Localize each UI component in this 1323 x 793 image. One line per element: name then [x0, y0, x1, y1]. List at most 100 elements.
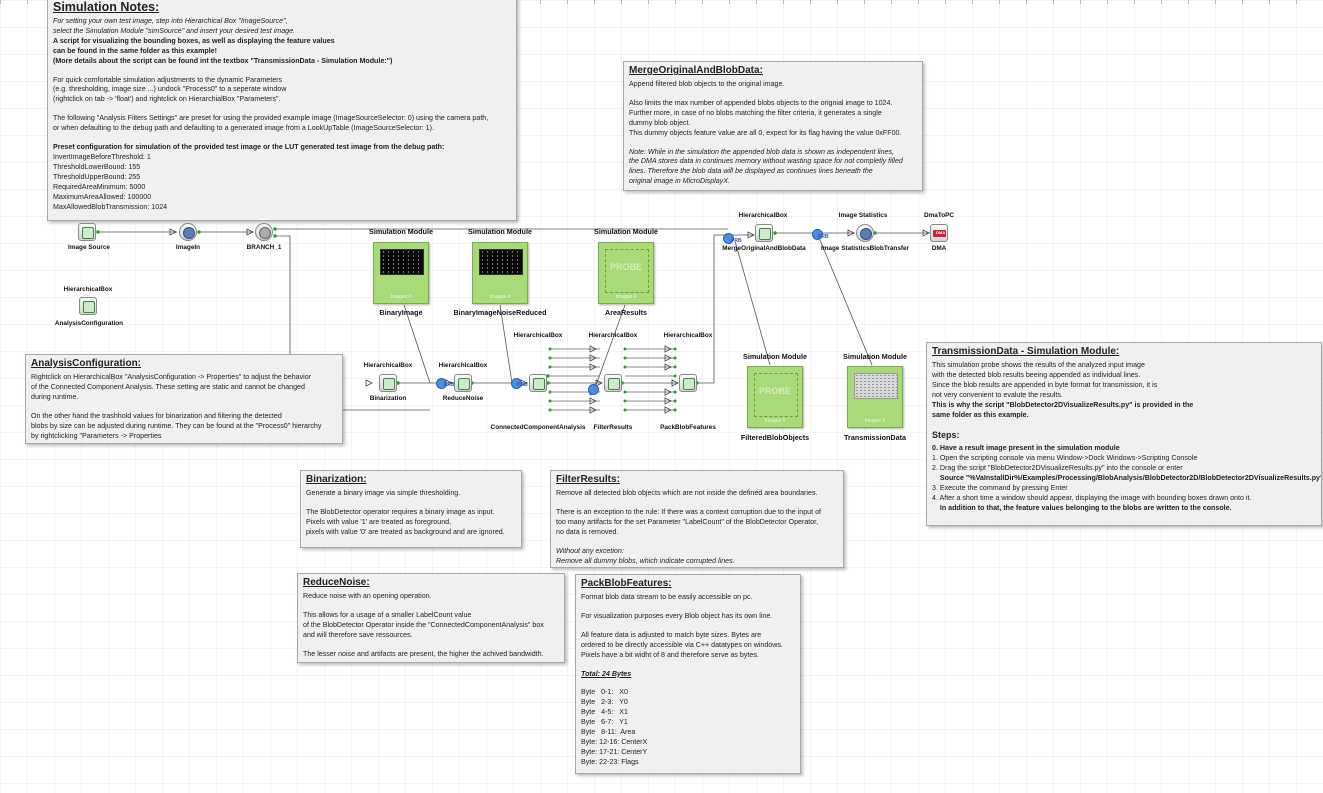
connected-component-analysis-box[interactable] [529, 374, 547, 392]
note-text: All feature data is adjusted to match by… [581, 630, 783, 659]
camera-icon [183, 227, 195, 239]
sim-module-binary-image[interactable]: Images # [373, 242, 429, 304]
sim-module-area-results[interactable]: PROBE Images # [598, 242, 654, 304]
note-text: On the other hand the trashhold values f… [31, 411, 322, 440]
note-title: ReduceNoise: [303, 577, 370, 588]
reduce-noise-box[interactable] [454, 374, 472, 392]
sim-module-header: Simulation Module [843, 352, 907, 361]
note-title: Simulation Notes: [53, 0, 160, 14]
note-text: For quick comfortable simulation adjustm… [53, 75, 287, 104]
note-text: For setting your own test image, step in… [53, 17, 296, 35]
image-source-label: Image Source [68, 244, 110, 251]
ruler-ticks [0, 0, 1323, 4]
probe-label: PRB [517, 382, 528, 388]
dma-operator[interactable]: DMA [930, 224, 948, 242]
note-text: For visualization purposes every Blob ob… [581, 611, 773, 620]
note-title: Binarization: [306, 474, 367, 485]
filter-results-box[interactable] [604, 374, 622, 392]
reduce-noise-note: ReduceNoise: Reduce noise with an openin… [297, 573, 565, 663]
image-statistics-caption: Image Statistics [838, 212, 888, 219]
binarization-box[interactable] [379, 374, 397, 392]
hierarchical-box-caption: HierarchicalBox [588, 332, 638, 339]
hierarchical-box-icon [383, 378, 395, 390]
image-source-box[interactable] [78, 223, 96, 241]
hierarchical-box-icon [458, 378, 470, 390]
dma-to-pc-caption: DmaToPC [923, 212, 955, 219]
sim-label-area-results: AreaResults [605, 308, 647, 317]
probe-point[interactable] [436, 378, 447, 389]
total-bytes: Total: 24 Bytes [581, 669, 632, 678]
note-text: A script for visualizing the bounding bo… [53, 36, 393, 65]
branch-icon [259, 227, 271, 239]
sim-module-header: Simulation Module [468, 227, 532, 236]
dma-chip-text: DMA [936, 230, 946, 235]
hierarchical-box-icon [759, 228, 771, 240]
sim-label-transmission-data: TransmissionData [844, 433, 906, 442]
probe-point[interactable] [723, 233, 734, 244]
sim-label-filtered-blob-objects: FilteredBlobObjects [740, 433, 810, 442]
sim-preview [479, 249, 523, 275]
sim-preview [754, 373, 798, 417]
merge-original-box[interactable] [755, 224, 773, 242]
note-text: Generate a binary image via simple thres… [306, 489, 461, 497]
note-text: Reduce noise with an opening operation. [303, 592, 432, 600]
filter-results-label: FilterResults [593, 424, 633, 431]
image-in-operator[interactable] [179, 223, 197, 241]
sim-label-binary-image-noise-reduced: BinaryImageNoiseReduced [453, 308, 547, 317]
sim-preview [605, 249, 649, 293]
note-title: AnalysisConfiguration: [31, 358, 142, 369]
merge-original-label: MergeOriginalAndBlobData [722, 245, 806, 252]
pack-blob-features-box[interactable] [679, 374, 697, 392]
binarization-label: Binarization [369, 395, 407, 402]
probe-text: PROBE [609, 262, 642, 272]
note-text: The following "Analysis Filters Settings… [53, 114, 489, 133]
sim-footer: Images # [615, 294, 637, 300]
sim-footer: Images # [390, 294, 412, 300]
probe-text: PROBE [758, 386, 791, 396]
hierarchical-box-caption: HierarchicalBox [663, 332, 713, 339]
note-text: Note: While in the simulation the append… [629, 147, 903, 186]
probe-label: PRB [444, 382, 455, 388]
statistics-icon [860, 228, 872, 240]
sim-preview [380, 249, 424, 275]
branch-operator[interactable] [255, 223, 273, 241]
byte-layout: Byte 0-1: X0 Byte 2-3: Y0 Byte 4-5: X1 B… [581, 688, 648, 766]
note-text: InvertImageBeforeThreshold: 1 ThresholdL… [53, 152, 168, 211]
image-in-label: ImageIn [175, 244, 201, 251]
steps-title: Steps: [932, 430, 960, 441]
note-text: Rightclick on HierarchicalBox "AnalysisC… [31, 373, 312, 401]
hierarchical-box-icon [683, 378, 695, 390]
probe-point[interactable] [511, 378, 522, 389]
hierarchical-box-icon [533, 378, 545, 390]
step-4-cont: In addition to that, the feature values … [932, 503, 1232, 512]
binarization-note: Binarization: Generate a binary image vi… [300, 470, 522, 548]
analysis-configuration-note: AnalysisConfiguration: Rightclick on Hie… [25, 354, 343, 444]
hierarchical-box-caption: HierarchicalBox [513, 332, 563, 339]
sim-label-binary-image: BinaryImage [379, 308, 423, 317]
hierarchical-box-caption: HierarchicalBox [63, 286, 113, 293]
image-statistics-operator[interactable] [856, 224, 874, 242]
hierarchical-box-icon [608, 378, 620, 390]
pack-blob-features-note: PackBlobFeatures: Format blob data strea… [575, 574, 801, 774]
sim-module-transmission-data[interactable]: Images # [847, 366, 903, 428]
step-1: 1. Open the scripting console via menu W… [932, 454, 1198, 463]
note-text: The BlobDetector operator requires a bin… [306, 507, 505, 536]
sim-module-binary-image-noise-reduced[interactable]: Images # [472, 242, 528, 304]
note-title: PackBlobFeatures: [581, 578, 672, 589]
note-text: There is an exception to the rule: If th… [556, 507, 821, 536]
reduce-noise-label: ReduceNoise [442, 395, 484, 402]
sim-footer: Images # [864, 418, 886, 424]
note-text: The lesser noise and artifacts are prese… [303, 649, 544, 658]
image-statistics-transfer-label: Image StatisticsBlobTransfer [820, 245, 910, 252]
probe-point[interactable] [812, 229, 823, 240]
note-text: Without any excetion: Remove all dummy b… [556, 546, 735, 565]
sim-module-header: Simulation Module [594, 227, 658, 236]
dma-label: DMA [931, 245, 947, 252]
step-2-source: Source "%VaInstallDir%/Examples/Processi… [932, 474, 1322, 483]
branch-label: BRANCH_1 [246, 244, 282, 251]
probe-point[interactable] [588, 384, 599, 395]
analysis-configuration-box[interactable] [79, 297, 97, 315]
note-title: FilterResults: [556, 474, 620, 485]
note-title: MergeOriginalAndBlobData: [629, 65, 763, 76]
